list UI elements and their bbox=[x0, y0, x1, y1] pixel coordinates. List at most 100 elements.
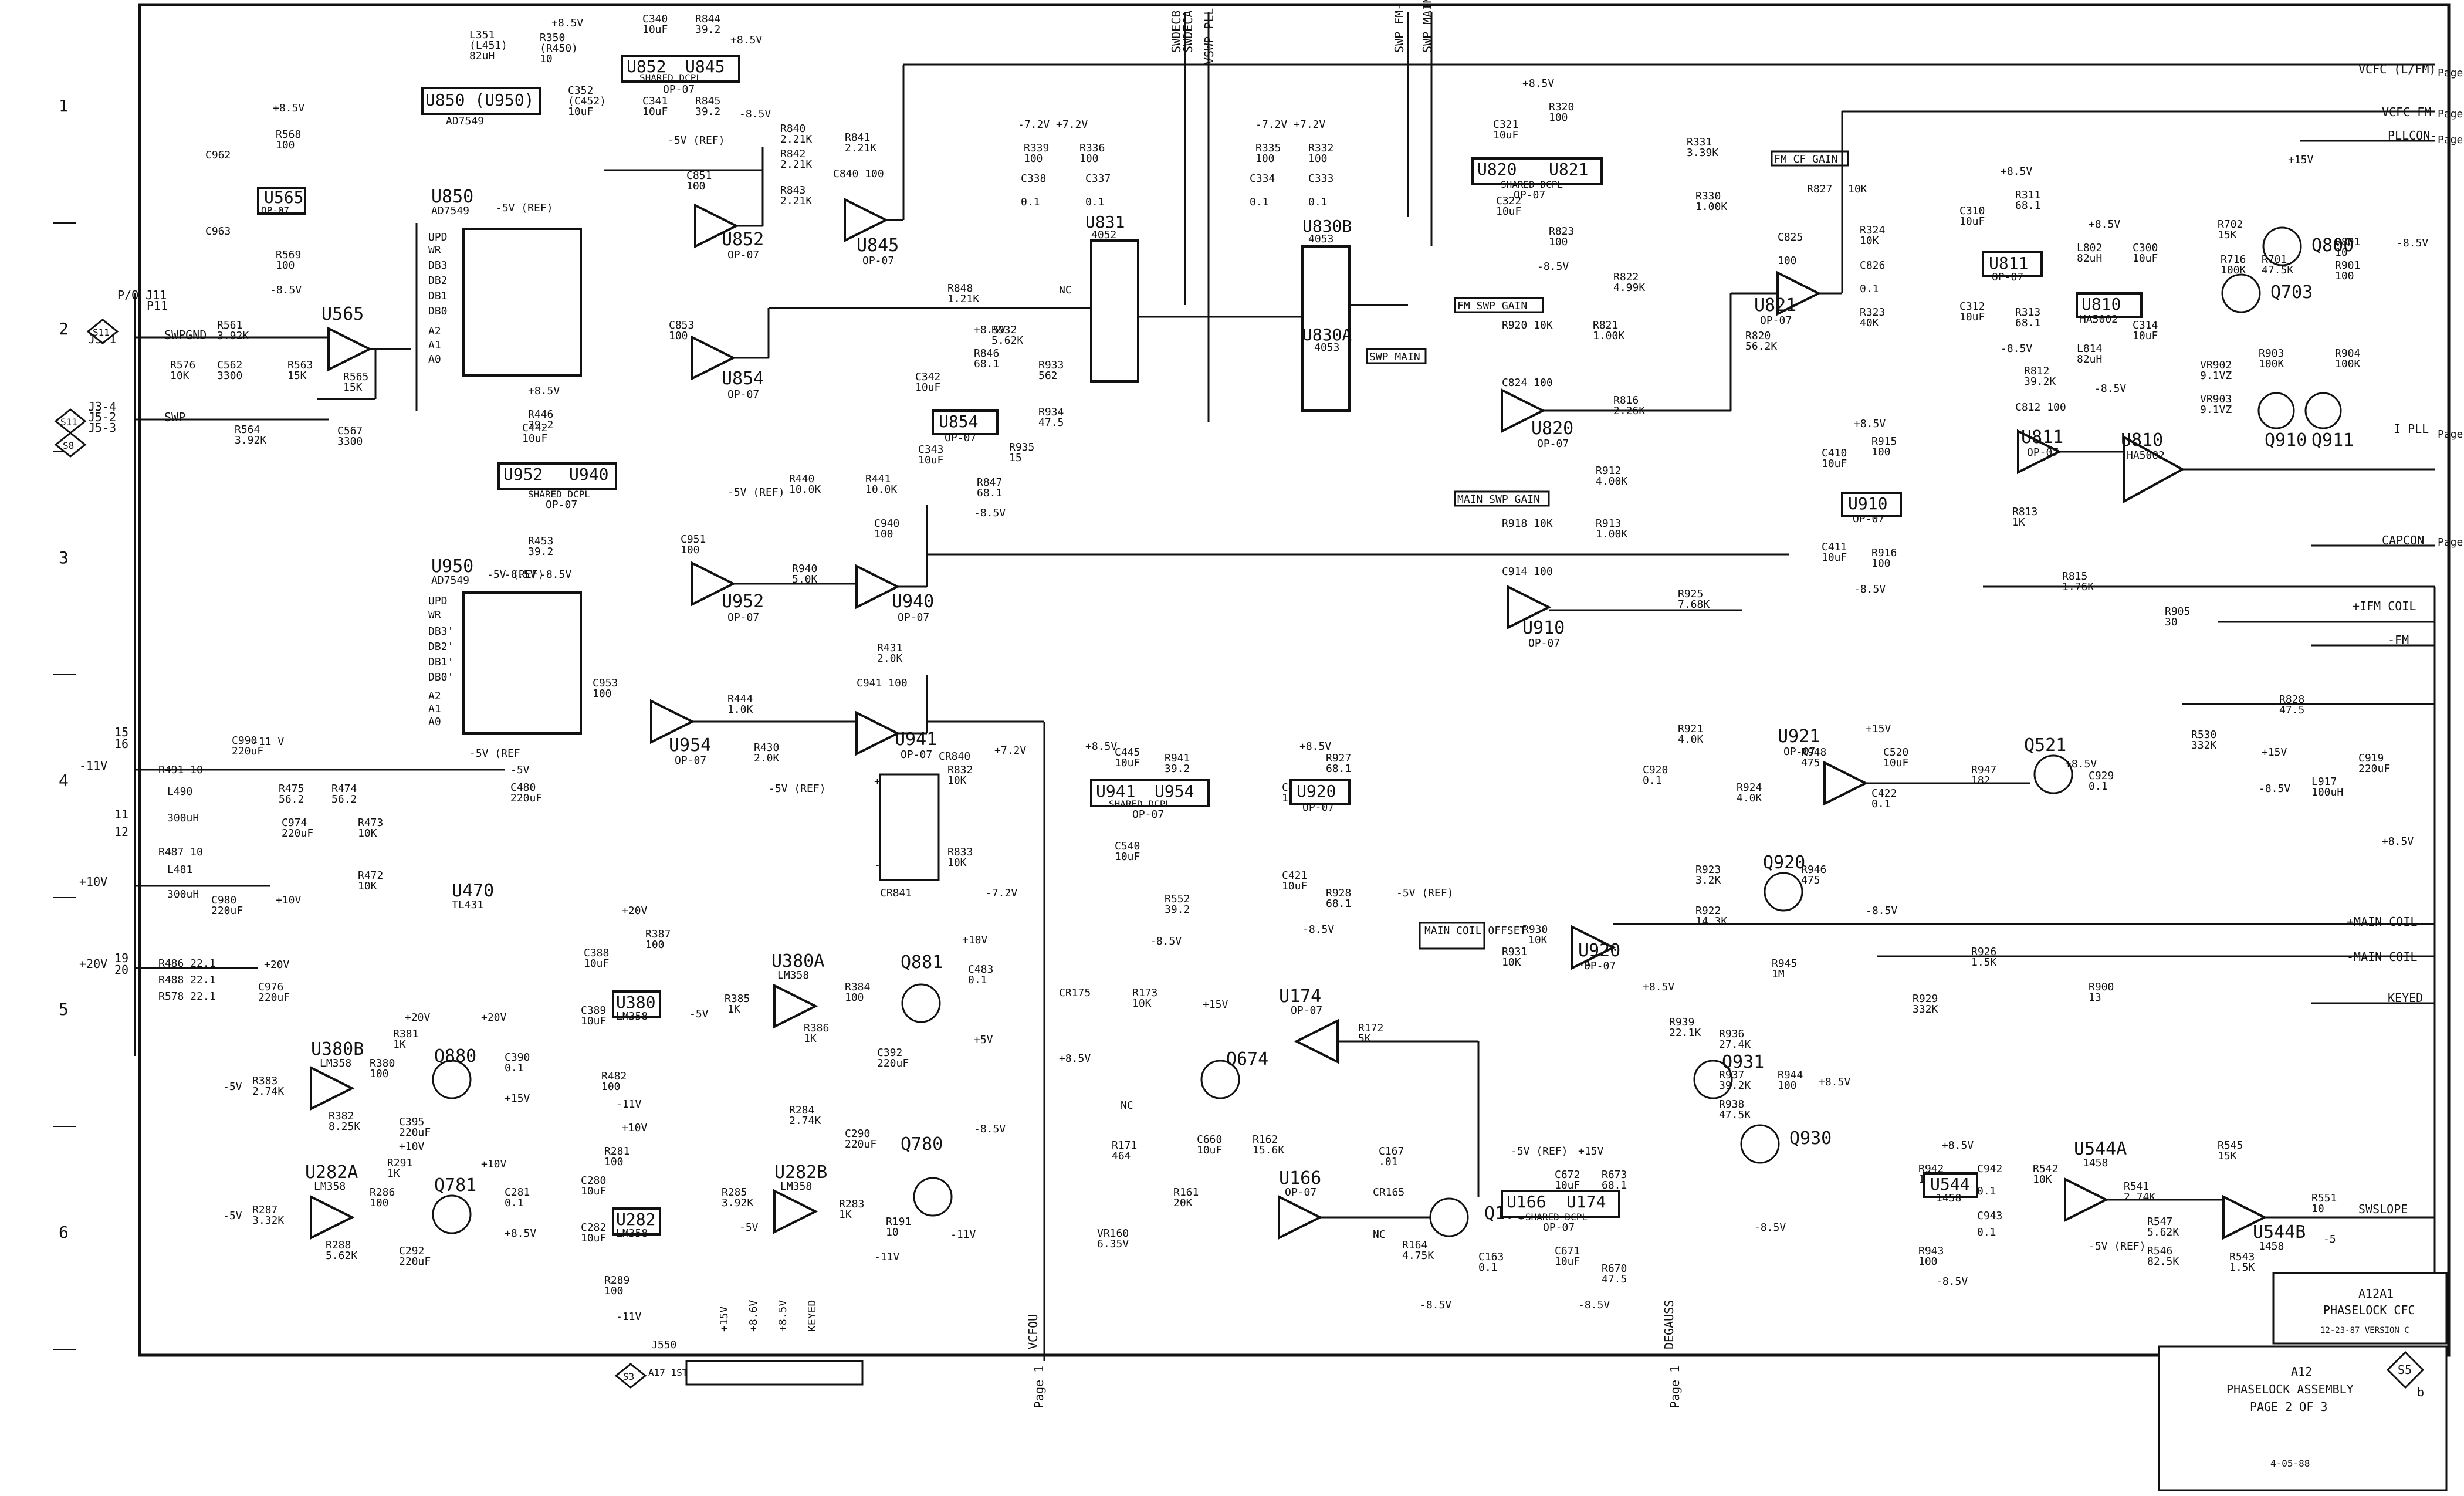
signal-swpgnd: SWPGND bbox=[164, 328, 207, 342]
svg-text:47.5: 47.5 bbox=[1602, 1273, 1627, 1285]
svg-text:82uH: 82uH bbox=[2077, 252, 2102, 265]
svg-text:R576: R576 bbox=[170, 359, 195, 371]
svg-text:+8.5V: +8.5V bbox=[730, 34, 762, 46]
svg-text:100: 100 bbox=[370, 1197, 389, 1209]
pin-j5-2: J5-2 bbox=[88, 410, 116, 424]
svg-text:R578 22.1: R578 22.1 bbox=[158, 990, 216, 1003]
svg-text:10uF: 10uF bbox=[2133, 252, 2158, 265]
svg-text:220uF: 220uF bbox=[258, 991, 290, 1004]
fm-swp-gain-box bbox=[1454, 297, 1544, 313]
svg-text:100: 100 bbox=[1918, 1255, 1938, 1268]
svg-text:+8.5V: +8.5V bbox=[1522, 77, 1554, 90]
svg-text:Q674: Q674 bbox=[1226, 1049, 1268, 1069]
svg-text:U282B: U282B bbox=[774, 1162, 827, 1183]
u830-box bbox=[1301, 245, 1351, 412]
svg-text:+10V: +10V bbox=[622, 1122, 648, 1134]
svg-text:-8.5V: -8.5V bbox=[540, 568, 571, 581]
date: 4-05-88 bbox=[2270, 1458, 2310, 1469]
q521-transistor bbox=[2033, 754, 2073, 794]
pin-j5-3: J5-3 bbox=[88, 421, 116, 435]
svg-text:C312: C312 bbox=[1959, 300, 1985, 313]
svg-text:VR160: VR160 bbox=[1097, 1227, 1129, 1240]
svg-text:475: 475 bbox=[1801, 757, 1820, 769]
svg-text:R488 22.1: R488 22.1 bbox=[158, 974, 216, 986]
svg-text:+8.5V: +8.5V bbox=[505, 1227, 536, 1240]
svg-text:C314: C314 bbox=[2133, 319, 2158, 331]
svg-text:R938: R938 bbox=[1719, 1098, 1744, 1111]
q910-transistor bbox=[2257, 392, 2295, 429]
svg-text:R551: R551 bbox=[2311, 1192, 2337, 1204]
svg-text:R848: R848 bbox=[947, 282, 973, 295]
u380-dcpl-box bbox=[612, 990, 661, 1018]
svg-text:68.1: 68.1 bbox=[1326, 898, 1351, 910]
svg-text:S8: S8 bbox=[63, 440, 74, 451]
svg-text:R291: R291 bbox=[387, 1157, 412, 1169]
svg-text:U810: U810 bbox=[2121, 430, 2163, 451]
signal-vcfc-fm: VCFC FM bbox=[2382, 105, 2431, 119]
svg-text:OP-07: OP-07 bbox=[1584, 960, 1616, 972]
svg-text:+20V: +20V bbox=[622, 905, 648, 917]
svg-text:15K: 15K bbox=[2218, 229, 2237, 241]
title-block-small: A12A1 PHASELOCK CFC 12-23-87 VERSION C bbox=[2272, 1272, 2448, 1345]
svg-text:68.1: 68.1 bbox=[974, 358, 999, 370]
svg-text:L917: L917 bbox=[2311, 776, 2337, 788]
svg-text:16: 16 bbox=[114, 737, 128, 751]
svg-text:R801: R801 bbox=[2335, 236, 2360, 248]
svg-text:10uF: 10uF bbox=[1493, 129, 1518, 141]
svg-text:1.00K: 1.00K bbox=[1695, 201, 1727, 213]
u954-opamp bbox=[650, 699, 695, 744]
svg-text:5.62K: 5.62K bbox=[991, 334, 1023, 347]
svg-text:OP-07: OP-07 bbox=[1543, 1221, 1575, 1234]
svg-text:C422: C422 bbox=[1871, 787, 1897, 800]
svg-text:U845: U845 bbox=[685, 57, 725, 76]
offpage-s8 bbox=[54, 432, 87, 458]
svg-text:R948: R948 bbox=[1801, 746, 1826, 759]
svg-text:+20V: +20V bbox=[405, 1011, 431, 1024]
svg-text:R926: R926 bbox=[1971, 946, 1996, 958]
svg-text:10: 10 bbox=[886, 1226, 899, 1238]
svg-text:4.99K: 4.99K bbox=[1613, 282, 1645, 294]
title: A12 bbox=[2291, 1365, 2312, 1379]
svg-text:56.2: 56.2 bbox=[279, 793, 304, 805]
svg-text:S3: S3 bbox=[623, 1371, 634, 1382]
u910-opamp bbox=[1507, 584, 1552, 630]
svg-text:U174: U174 bbox=[1279, 986, 1321, 1007]
svg-text:300uH: 300uH bbox=[167, 812, 199, 824]
svg-text:C812 100: C812 100 bbox=[2015, 401, 2066, 414]
u952-u940-box bbox=[497, 462, 617, 490]
svg-text:U380B: U380B bbox=[311, 1039, 364, 1060]
svg-text:100: 100 bbox=[1549, 236, 1568, 248]
svg-text:R350: R350 bbox=[540, 32, 565, 44]
svg-text:10K: 10K bbox=[170, 370, 189, 382]
svg-text:+8.5V: +8.5V bbox=[1059, 1052, 1091, 1065]
q880-transistor bbox=[432, 1060, 472, 1099]
u174-opamp bbox=[1294, 1018, 1339, 1064]
svg-text:R383: R383 bbox=[252, 1075, 277, 1087]
svg-text:4052: 4052 bbox=[1091, 229, 1116, 241]
svg-text:Q880: Q880 bbox=[434, 1046, 476, 1067]
svg-text:NC: NC bbox=[1059, 284, 1072, 296]
svg-text:C421: C421 bbox=[1282, 869, 1307, 882]
svg-text:OP-07: OP-07 bbox=[898, 611, 929, 624]
svg-text:1.5K: 1.5K bbox=[1971, 956, 1997, 969]
svg-text:R921: R921 bbox=[1678, 723, 1703, 735]
svg-text:U831: U831 bbox=[1085, 212, 1125, 232]
svg-text:3.92K: 3.92K bbox=[217, 330, 249, 342]
svg-text:100: 100 bbox=[1079, 153, 1099, 165]
q930-transistor bbox=[1740, 1124, 1780, 1164]
svg-text:82uH: 82uH bbox=[2077, 353, 2102, 365]
svg-text:C337: C337 bbox=[1085, 172, 1111, 185]
svg-text:-5V (REF): -5V (REF) bbox=[2089, 1240, 2146, 1253]
svg-text:220uF: 220uF bbox=[282, 827, 313, 840]
svg-text:R335: R335 bbox=[1255, 142, 1281, 154]
svg-text:R932: R932 bbox=[991, 324, 1017, 336]
svg-text:R320: R320 bbox=[1549, 101, 1574, 113]
svg-text:10.0K: 10.0K bbox=[865, 483, 897, 496]
svg-text:C974: C974 bbox=[282, 817, 307, 829]
svg-text:U174: U174 bbox=[1566, 1192, 1606, 1211]
svg-text:R933: R933 bbox=[1038, 359, 1064, 371]
